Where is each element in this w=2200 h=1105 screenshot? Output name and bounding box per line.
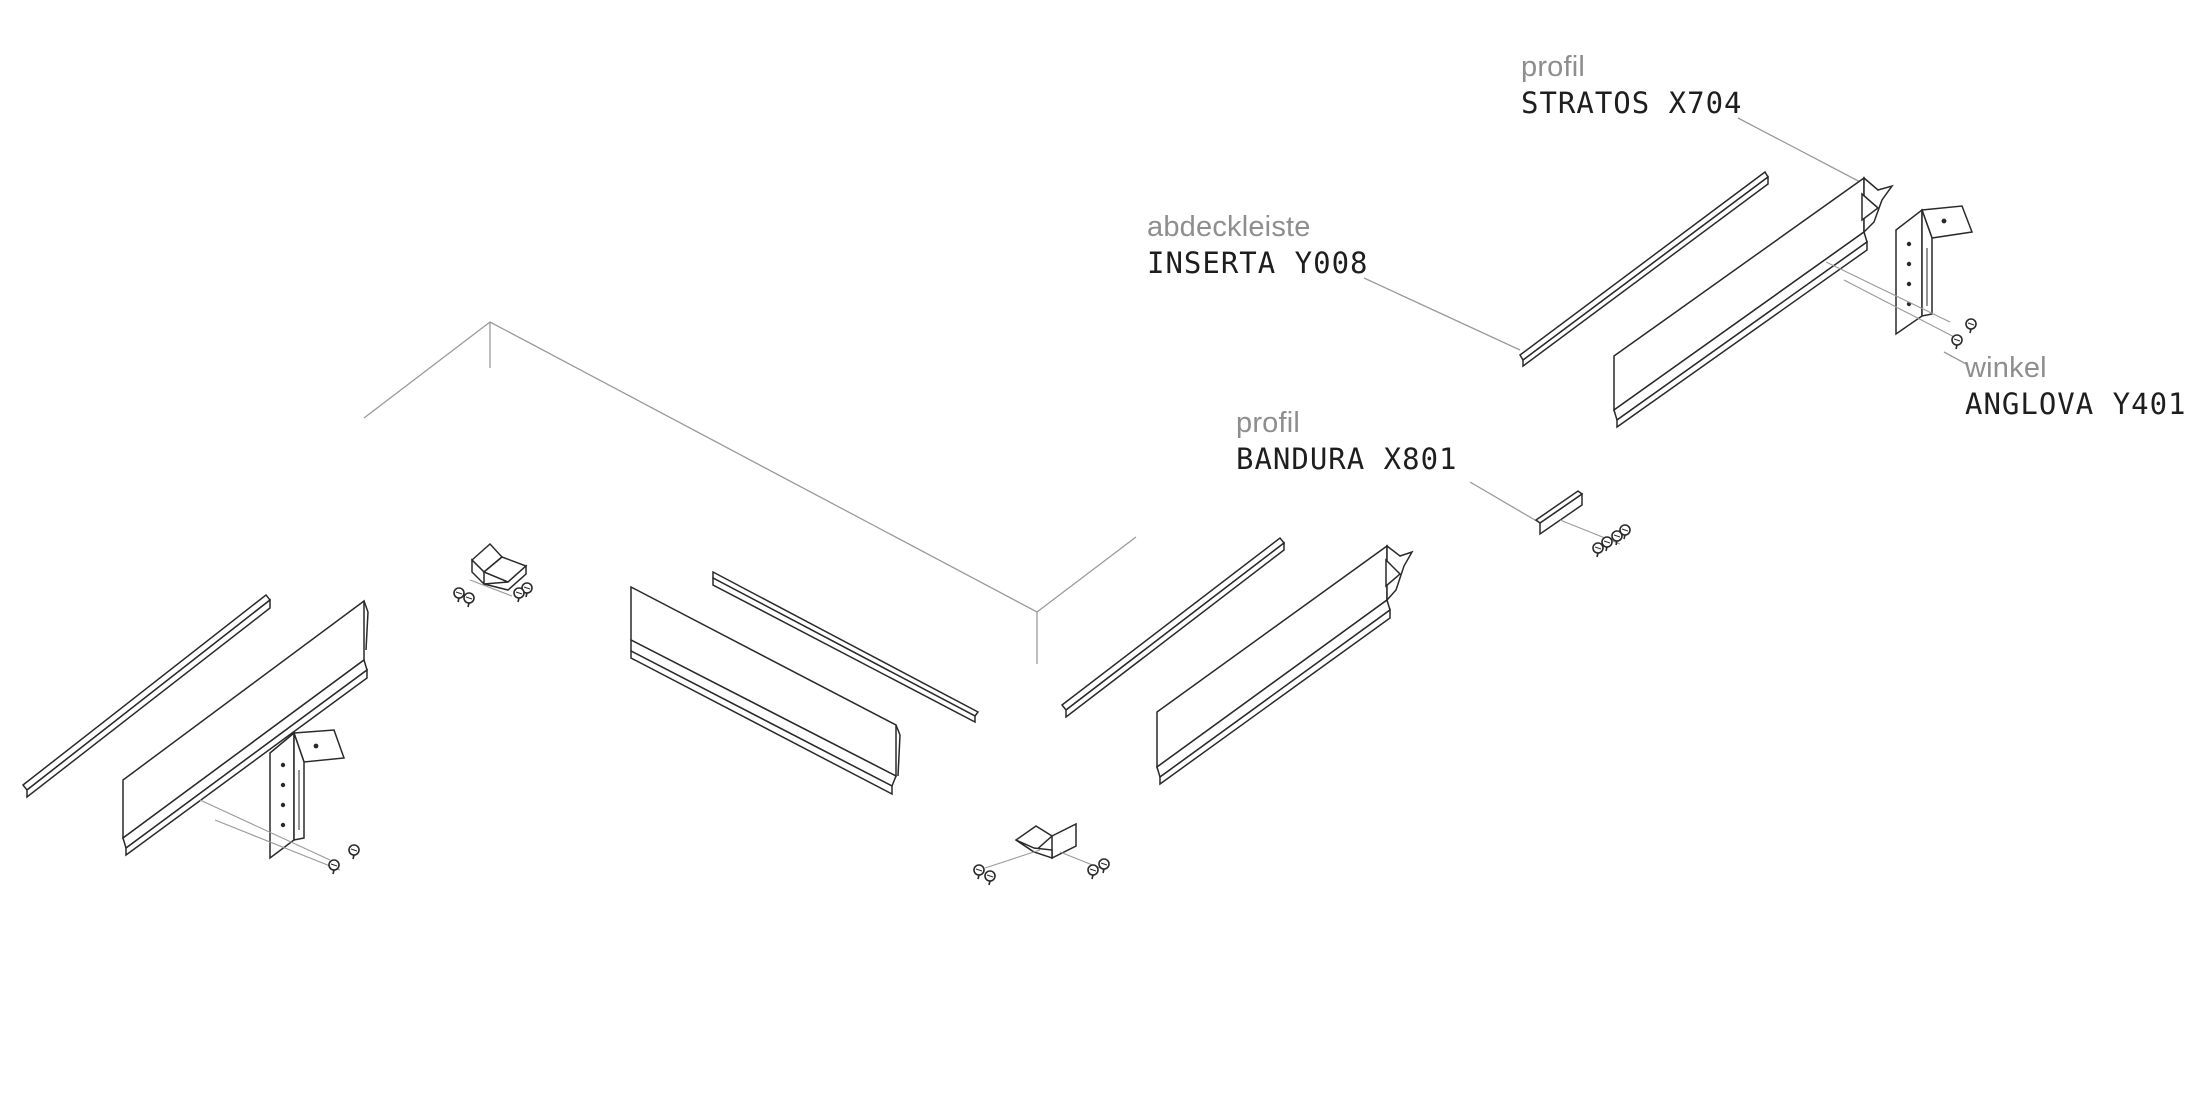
- screws-corner-connector-bottom: [973, 849, 1110, 886]
- corner-connector-bottom: [1014, 822, 1077, 860]
- cover-strip-left: [21, 593, 272, 799]
- profile-middle: [630, 585, 901, 796]
- label-category: abdeckleiste: [1147, 211, 1311, 243]
- screws-end-cap-bandura: [1559, 519, 1631, 558]
- cover-strip-middle: [712, 570, 980, 724]
- label-profile-stratos: profil STRATOS X704: [1521, 51, 1743, 120]
- screws-angle-bracket: [1825, 261, 1977, 350]
- cover-strip-inserta: [1519, 170, 1769, 368]
- end-cap-bandura: [1534, 490, 1584, 536]
- label-code: INSERTA Y008: [1147, 245, 1369, 280]
- label-category: profil: [1236, 407, 1301, 439]
- angle-bracket-anglova: [1895, 205, 1974, 336]
- angle-bracket-left: [269, 729, 346, 860]
- label-code: STRATOS X704: [1521, 85, 1743, 120]
- wall-outline: [363, 321, 1137, 664]
- label-code: BANDURA X801: [1236, 441, 1458, 476]
- profile-bandura: [1156, 544, 1414, 786]
- label-angle-anglova: winkel ANGLOVA Y401: [1965, 352, 2187, 421]
- screws-bracket-left: [199, 799, 360, 875]
- screws-end-cap-upper-left: [453, 579, 533, 608]
- leader-lines: [1363, 117, 1969, 524]
- profile-left: [122, 599, 369, 857]
- label-category: profil: [1521, 51, 1586, 83]
- end-cap-upper-left: [470, 542, 528, 591]
- cover-strip-right: [1060, 536, 1286, 719]
- label-cover-strip-inserta: abdeckleiste INSERTA Y008: [1147, 211, 1369, 280]
- label-category: winkel: [1965, 352, 2047, 384]
- label-code: ANGLOVA Y401: [1965, 386, 2187, 421]
- profile-stratos: [1613, 176, 1894, 429]
- label-profile-bandura: profil BANDURA X801: [1236, 407, 1458, 476]
